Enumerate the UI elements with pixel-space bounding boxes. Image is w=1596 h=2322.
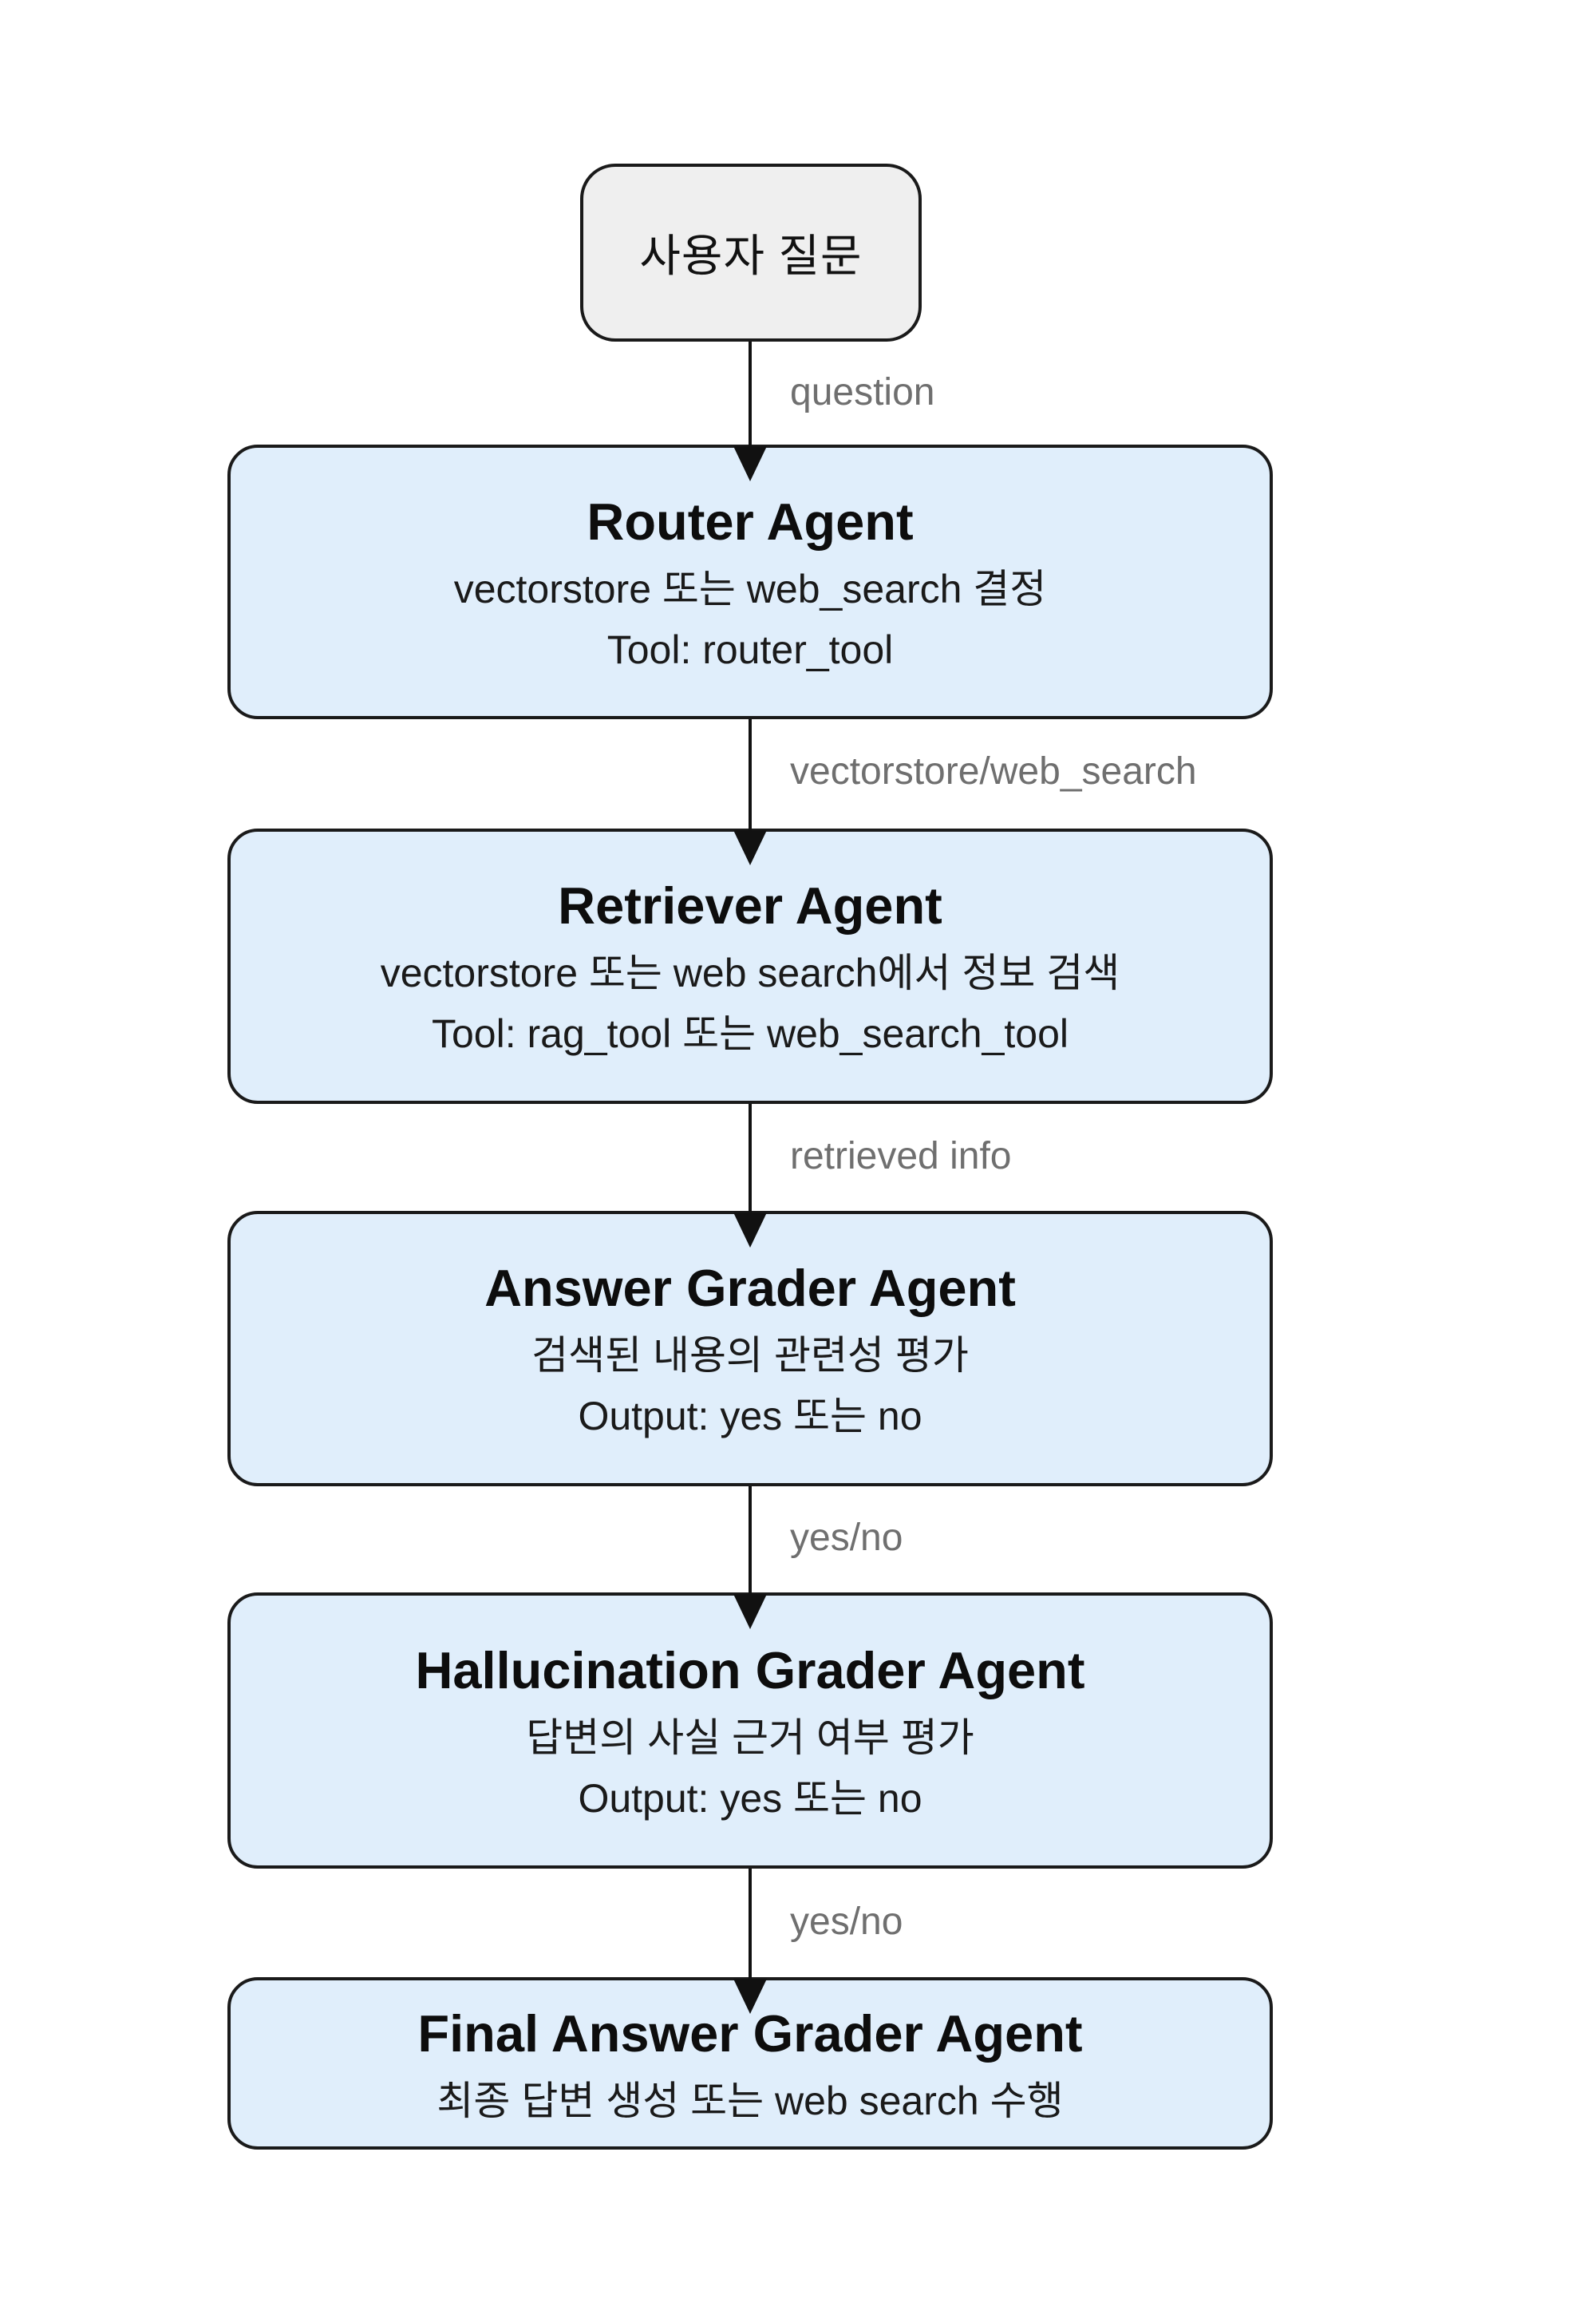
edge-label-retrieved-info: retrieved info [790, 1135, 1012, 1177]
node-subtitle: vectorstore 또는 web search에서 정보 검색 [380, 951, 1120, 995]
node-user-question-label: 사용자 질문 [639, 231, 863, 281]
node-router-agent: Router Agent vectorstore 또는 web_search 결… [227, 445, 1273, 719]
node-subtitle: 검색된 내용의 관련성 평가 [531, 1333, 969, 1378]
node-detail: Tool: rag_tool 또는 web_search_tool [431, 1011, 1069, 1056]
edge-line-question [749, 342, 752, 448]
node-detail: Output: yes 또는 no [578, 1394, 922, 1438]
edge-label-question: question [790, 371, 935, 413]
node-user-question: 사용자 질문 [580, 164, 922, 342]
node-retriever-agent: Retriever Agent vectorstore 또는 web searc… [227, 829, 1273, 1104]
node-title: Hallucination Grader Agent [415, 1640, 1085, 1699]
node-hallucination-grader-agent: Hallucination Grader Agent 답변의 사실 근거 여부 … [227, 1592, 1273, 1869]
node-subtitle: 답변의 사실 근거 여부 평가 [526, 1715, 974, 1760]
arrow-down-icon [733, 1594, 767, 1629]
node-detail: Tool: router_tool [606, 627, 894, 672]
node-subtitle: 최종 답변 생성 또는 web search 수행 [437, 2078, 1064, 2123]
edge-label-yes-no-2: yes/no [790, 1901, 903, 1943]
node-detail: Output: yes 또는 no [578, 1775, 922, 1821]
node-subtitle: vectorstore 또는 web_search 결정 [453, 566, 1047, 611]
node-answer-grader-agent: Answer Grader Agent 검색된 내용의 관련성 평가 Outpu… [227, 1211, 1273, 1486]
arrow-down-icon [733, 446, 767, 481]
edge-label-yes-no-1: yes/no [790, 1517, 903, 1559]
edge-line-vectorstore-web-search [749, 719, 752, 832]
edge-line-retrieved-info [749, 1104, 752, 1214]
node-title: Answer Grader Agent [484, 1259, 1016, 1317]
node-title: Router Agent [587, 492, 914, 551]
arrow-down-icon [733, 1979, 767, 2014]
arrow-down-icon [733, 830, 767, 865]
arrow-down-icon [733, 1212, 767, 1248]
edge-line-yes-no-2 [749, 1869, 752, 1980]
edge-line-yes-no-1 [749, 1486, 752, 1596]
node-title: Retriever Agent [558, 876, 942, 935]
edge-label-vectorstore-web-search: vectorstore/web_search [790, 750, 1197, 793]
